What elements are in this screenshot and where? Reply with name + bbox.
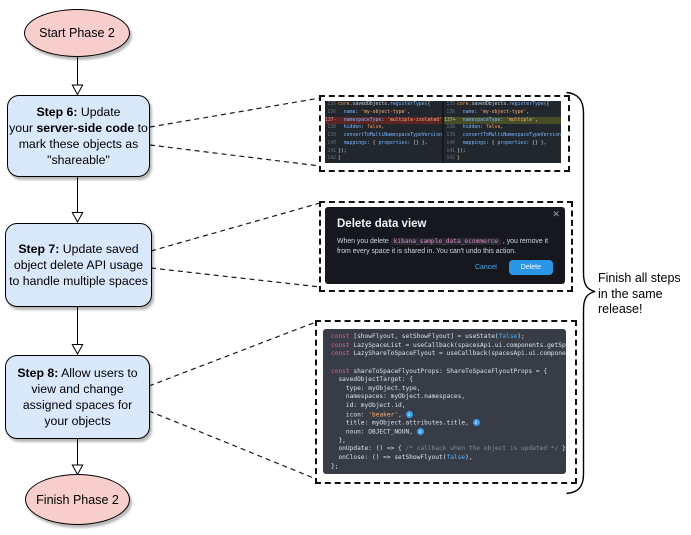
cancel-button[interactable]: Cancel [474, 264, 497, 271]
code-line: 139 convertToMultiNamespaceTypeVersion: … [327, 133, 442, 138]
modal-title: Delete data view [337, 218, 427, 230]
step7-node: Step 7: Update saved object delete API us… [5, 223, 152, 307]
code-line: 137- namespaceType: 'multiple-isolated', [325, 116, 442, 125]
modal-body: When you delete kibana_sample_data_ecomm… [337, 237, 559, 257]
text-line: your server-side code to [9, 121, 148, 135]
finish-node: Finish Phase 2 [25, 474, 130, 525]
text-line: view and change [31, 382, 124, 396]
text-line: in the same [598, 286, 663, 301]
step8-node: Step 8: Allow users to view and change ass… [5, 355, 150, 439]
code-line: icon: 'beaker', 1 [331, 410, 566, 420]
flyout-code-callout: const [showFlyout, setShowFlyout] = useS… [315, 320, 577, 484]
code-line: noun: OBJECT_NOUN, 3 [331, 428, 566, 437]
text-line: mark these objects as [18, 137, 139, 151]
code-line: 136 name: 'my-object-type', [327, 109, 411, 115]
start-node: Start Phase 2 [24, 9, 130, 57]
start-node-label: Start Phase 2 [39, 26, 115, 40]
text-line: to handle multiple spaces [9, 274, 148, 288]
code-line: const LazyShareToSpaceFlyout = useCallba… [331, 350, 566, 358]
delete-modal-callout: Delete data view ✕ When you delete kiban… [319, 201, 573, 292]
delete-data-view-modal: Delete data view ✕ When you delete kiban… [325, 207, 565, 284]
step6-node: Step 6: Update your server-side code to ma… [7, 95, 150, 177]
text-line: "shareable" [47, 153, 110, 167]
callout-line [148, 97, 321, 480]
delete-button[interactable]: Delete [508, 260, 553, 275]
code-line: title: myObject.attributes.title, 2 [331, 419, 566, 428]
code-line: onClose: () => setShowFlyout(false), [331, 453, 473, 461]
text-line: object delete API usage [13, 258, 144, 272]
code-line: 141}); [327, 148, 347, 154]
text-line: Step 7: Update saved [18, 242, 139, 256]
code-line: 139 convertToMultiNamespaceTypeVersion: … [446, 133, 561, 138]
code-line: const [showFlyout, setShowFlyout] = useS… [331, 333, 525, 340]
text-line: assigned spaces for [22, 398, 133, 412]
text-line: your objects [44, 414, 111, 428]
code-line: }, [331, 436, 346, 444]
code-line: 136 name: 'my-object-type', [446, 109, 530, 115]
code-line: 141}); [446, 148, 466, 154]
text-line: release! [598, 302, 643, 316]
code-line: onUpdate: () => { /* callback when the o… [331, 445, 566, 453]
text-line: Step 6: Update [36, 105, 121, 119]
modal-body-pre: When you delete [337, 238, 391, 245]
finish-node-label: Finish Phase 2 [36, 492, 119, 507]
code-line: }; [331, 462, 339, 470]
code-line: const shareToSpaceFlyoutProps: ShareToSp… [331, 367, 548, 375]
code-line: 137+ namespaceType: 'multiple', [444, 116, 561, 125]
data-view-name-token: kibana_sample_data_ecommerce [390, 238, 501, 245]
code-line: 140 mappings: { properties: {} }, [327, 140, 428, 146]
code-line: 138 hidden: false, [446, 125, 504, 131]
code-line: 142} [446, 156, 460, 162]
code-line [331, 359, 566, 368]
code-line: 140 mappings: { properties: {} }, [446, 140, 547, 146]
code-line: type: myObject.type, [331, 384, 421, 392]
code-line: namespaces: myObject.namespaces, [331, 393, 466, 401]
modal-footer: Cancel Delete [475, 260, 553, 275]
code-snippet-screenshot: const [showFlyout, setShowFlyout] = useS… [323, 329, 566, 474]
code-line: savedObjectTarget: { [331, 376, 413, 384]
code-line: id: myObject.id, [331, 402, 406, 410]
close-icon[interactable]: ✕ [552, 209, 560, 219]
text-line: Finish all steps [598, 271, 681, 285]
modal-body-post: , you remove it from every space it is s… [337, 238, 549, 255]
text-line: Step 8: Allow users to [17, 366, 138, 380]
code-line: 138 hidden: false, [327, 125, 385, 131]
code-line: const LazySpaceList = useCallback(spaces… [331, 341, 566, 349]
code-line: 142} [327, 156, 341, 162]
